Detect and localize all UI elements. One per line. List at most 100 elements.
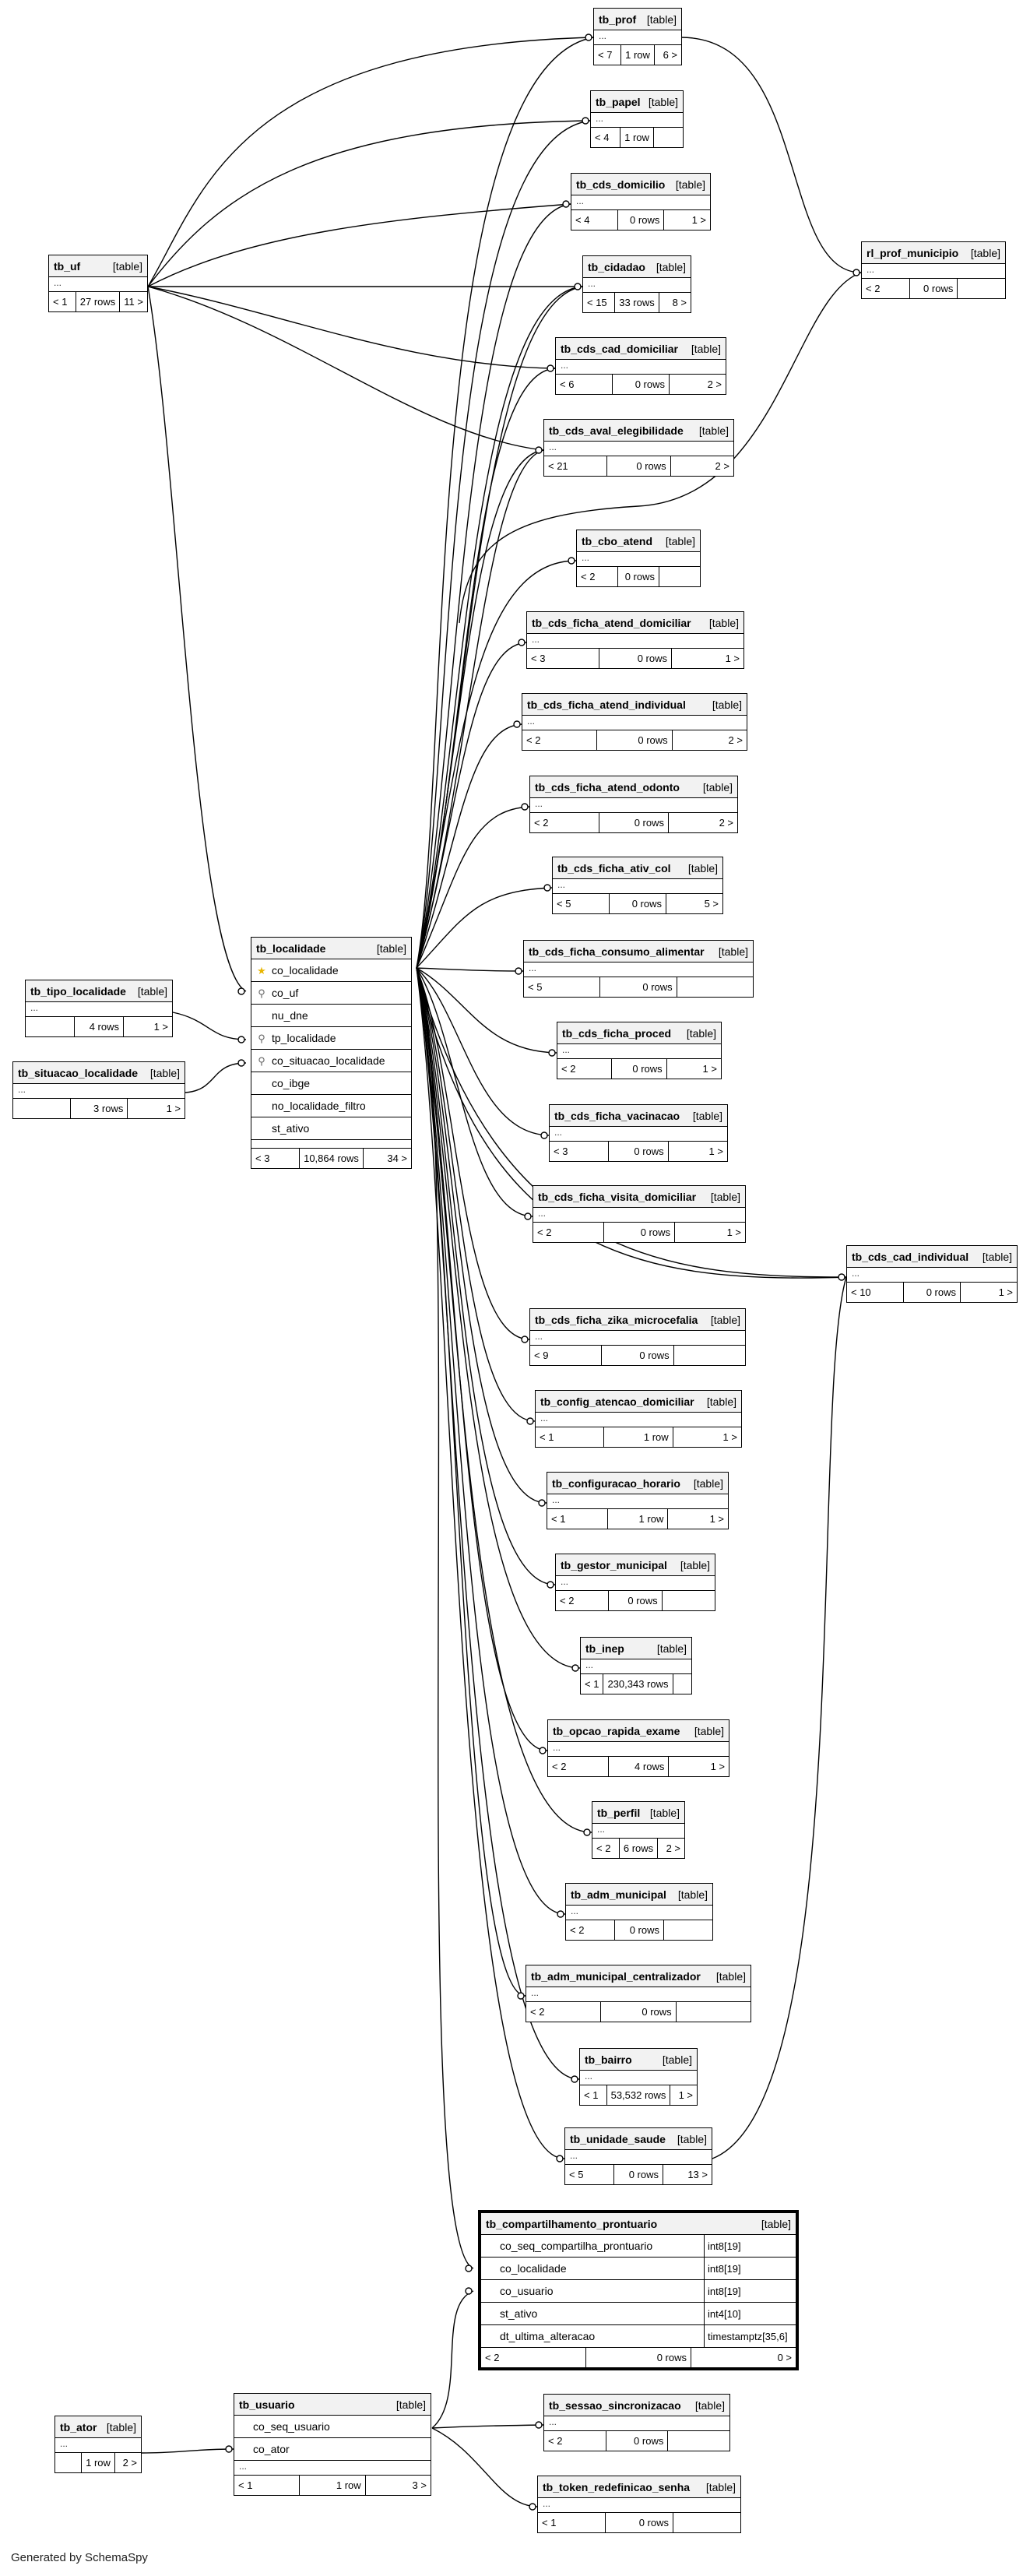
table-tb_cds_ficha_consumo_alimentar[interactable]: tb_cds_ficha_consumo_alimentar[table] ..… <box>523 940 754 998</box>
child-count[interactable] <box>661 1591 715 1610</box>
child-count[interactable]: 1 > <box>663 210 710 230</box>
table-tb_cds_ficha_atend_domiciliar[interactable]: tb_cds_ficha_atend_domiciliar[table] ...… <box>526 611 744 669</box>
child-count[interactable] <box>957 279 1005 298</box>
table-tb_adm_municipal_centralizador[interactable]: tb_adm_municipal_centralizador[table] ..… <box>526 1965 751 2022</box>
parent-count[interactable]: < 5 <box>557 898 571 910</box>
child-count[interactable]: 1 > <box>674 1223 745 1242</box>
child-count[interactable]: 2 > <box>114 2453 141 2472</box>
child-count[interactable]: 0 > <box>691 2348 796 2367</box>
child-count[interactable]: 1 > <box>127 1099 185 1118</box>
parent-count[interactable]: < 2 <box>537 1226 552 1238</box>
child-count[interactable]: 1 > <box>960 1283 1017 1302</box>
parent-count[interactable]: < 2 <box>534 817 549 829</box>
child-count[interactable]: 3 > <box>364 2476 431 2495</box>
child-count[interactable] <box>663 1920 712 1940</box>
child-count[interactable]: 2 > <box>657 1839 684 1858</box>
column-row[interactable]: co_ator <box>234 2438 431 2461</box>
parent-count[interactable]: < 2 <box>561 1063 576 1075</box>
parent-count[interactable]: < 2 <box>560 1595 575 1606</box>
child-count[interactable]: 1 > <box>667 1142 727 1161</box>
parent-count[interactable]: < 2 <box>548 2435 563 2447</box>
column-row[interactable]: ★co_localidade <box>251 959 411 982</box>
child-count[interactable]: 2 > <box>668 813 737 832</box>
child-count[interactable] <box>673 1346 745 1365</box>
table-tb_cds_ficha_atend_odonto[interactable]: tb_cds_ficha_atend_odonto[table] ... < 2… <box>529 776 738 833</box>
child-count[interactable]: 1 > <box>672 1427 741 1447</box>
parent-count[interactable]: < 1 <box>238 2479 253 2491</box>
parent-count[interactable]: < 2 <box>552 1761 567 1772</box>
child-count[interactable] <box>652 128 683 147</box>
parent-count[interactable]: < 2 <box>866 283 881 294</box>
parent-count[interactable]: < 2 <box>526 734 541 746</box>
child-count[interactable]: 1 > <box>123 1017 172 1036</box>
parent-count[interactable]: < 5 <box>528 981 543 993</box>
column-row[interactable]: co_ibge <box>251 1072 411 1095</box>
child-count[interactable] <box>672 1674 692 1694</box>
table-tb_cds_aval_elegibilidade[interactable]: tb_cds_aval_elegibilidade[table] ... < 2… <box>543 419 734 477</box>
table-tb_config_atencao_domiciliar[interactable]: tb_config_atencao_domiciliar[table] ... … <box>535 1390 742 1448</box>
parent-count[interactable] <box>55 2453 81 2472</box>
child-count[interactable]: 1 > <box>668 1757 729 1776</box>
child-count[interactable]: 13 > <box>663 2165 712 2184</box>
parent-count[interactable]: < 1 <box>585 1678 599 1690</box>
child-count[interactable] <box>673 2513 740 2532</box>
parent-count[interactable]: < 3 <box>531 653 546 664</box>
parent-count[interactable]: < 6 <box>560 378 575 390</box>
parent-count[interactable]: < 1 <box>551 1513 566 1525</box>
child-count[interactable]: 1 > <box>667 1509 728 1529</box>
parent-count[interactable]: < 1 <box>542 2517 557 2528</box>
child-count[interactable]: 1 > <box>666 1059 721 1079</box>
child-count[interactable] <box>676 977 753 997</box>
parent-count[interactable]: < 7 <box>598 49 613 61</box>
parent-count[interactable]: < 2 <box>596 1842 611 1854</box>
table-tb_situacao_localidade[interactable]: tb_situacao_localidade[table] ... 3 rows… <box>12 1061 185 1119</box>
parent-count[interactable]: < 3 <box>255 1153 270 1164</box>
table-tb_cds_ficha_zika_microcefalia[interactable]: tb_cds_ficha_zika_microcefalia[table] ..… <box>529 1308 746 1366</box>
column-row[interactable]: no_localidade_filtro <box>251 1095 411 1117</box>
child-count[interactable] <box>659 567 700 586</box>
child-count[interactable]: 5 > <box>666 894 722 913</box>
table-tb_token_redefinicao_senha[interactable]: tb_token_redefinicao_senha[table] ... < … <box>537 2476 741 2533</box>
parent-count[interactable] <box>26 1017 74 1036</box>
table-tb_localidade[interactable]: tb_localidade[table] ★co_localidade ⚲co_… <box>251 937 412 1169</box>
child-count[interactable]: 2 > <box>670 456 733 476</box>
child-count[interactable] <box>675 2002 751 2022</box>
child-count[interactable]: 8 > <box>658 293 691 312</box>
parent-count[interactable]: < 2 <box>570 1924 585 1936</box>
child-count[interactable]: 2 > <box>671 730 747 750</box>
parent-count[interactable]: < 9 <box>534 1350 549 1361</box>
parent-count[interactable]: < 15 <box>587 297 607 308</box>
child-count[interactable]: 34 > <box>362 1149 411 1168</box>
parent-count[interactable]: < 4 <box>595 132 610 143</box>
table-tb_usuario[interactable]: tb_usuario[table] co_seq_usuario co_ator… <box>234 2393 431 2496</box>
parent-count[interactable]: < 3 <box>554 1145 568 1157</box>
child-count[interactable]: 1 > <box>670 2085 697 2105</box>
parent-count[interactable]: < 5 <box>569 2169 584 2180</box>
parent-count[interactable]: < 2 <box>530 2006 545 2018</box>
column-row[interactable]: ⚲tp_localidade <box>251 1027 411 1050</box>
child-count[interactable]: 1 > <box>671 649 743 668</box>
parent-count[interactable] <box>13 1099 70 1118</box>
table-tb_compartilhamento_prontuario[interactable]: tb_compartilhamento_prontuario[table] co… <box>478 2210 799 2370</box>
parent-count[interactable]: < 21 <box>548 460 568 472</box>
column-row[interactable]: st_ativo <box>251 1117 411 1140</box>
column-row[interactable]: nu_dne <box>251 1005 411 1027</box>
child-count[interactable] <box>667 2431 729 2451</box>
parent-count[interactable]: < 1 <box>584 2089 599 2101</box>
